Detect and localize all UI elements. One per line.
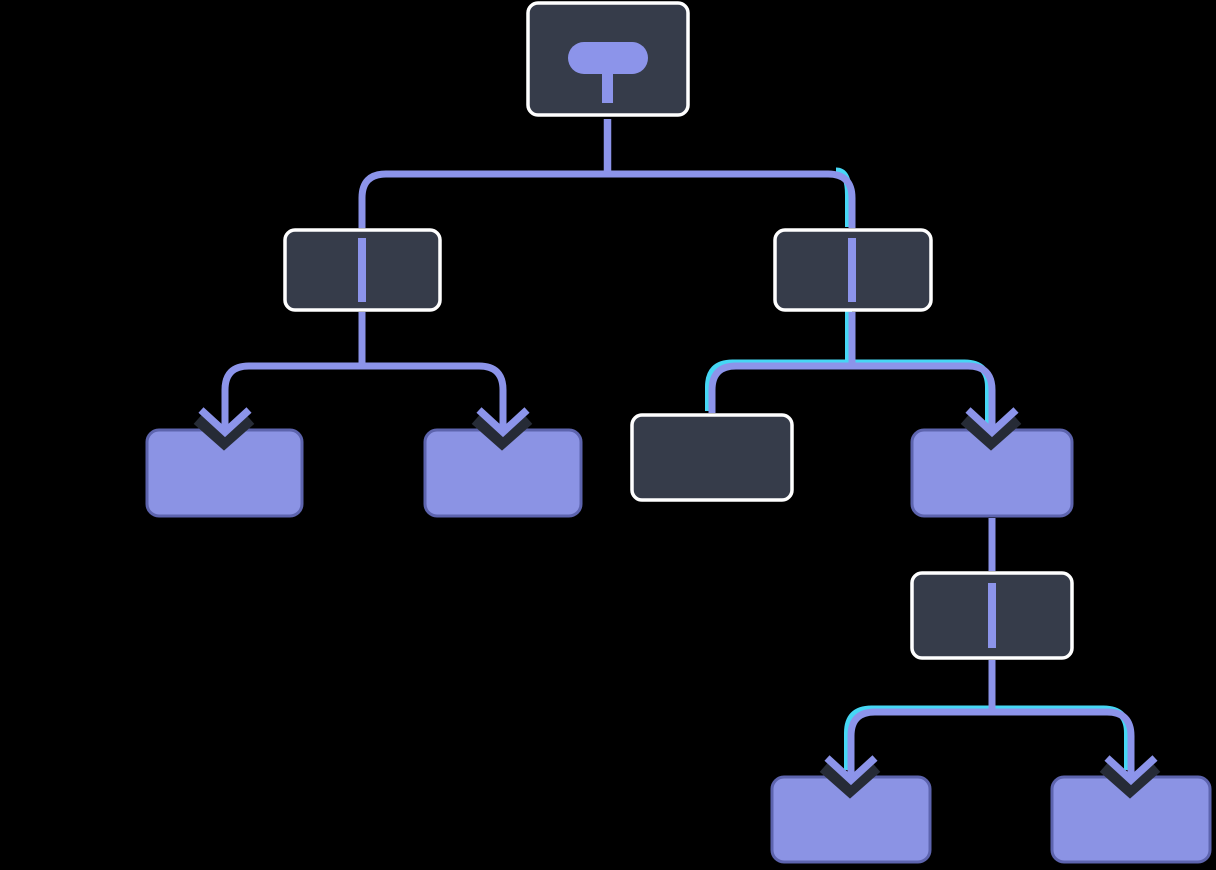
arrowhead-shadow-icon (960, 414, 1022, 451)
arrowhead-icon (824, 755, 878, 786)
edge-rail3 (708, 362, 996, 430)
arrowhead-shadow-icon (193, 414, 255, 451)
root-pill-icon (568, 42, 648, 74)
edge-rail4 (847, 708, 1135, 778)
tree-node-child-right-dark[interactable] (630, 413, 794, 502)
arrowhead-icon (965, 407, 1019, 438)
arrowhead-icon (198, 407, 252, 438)
arrowhead-icon (1104, 755, 1158, 786)
edge-rail1 (358, 170, 856, 228)
arrowhead-shadow-icon (1099, 762, 1161, 799)
arrowhead-shadow-icon (471, 414, 533, 451)
arrowhead-icon (476, 407, 530, 438)
arrowhead-shadow-icon (819, 762, 881, 799)
edge-rail2 (221, 362, 507, 430)
